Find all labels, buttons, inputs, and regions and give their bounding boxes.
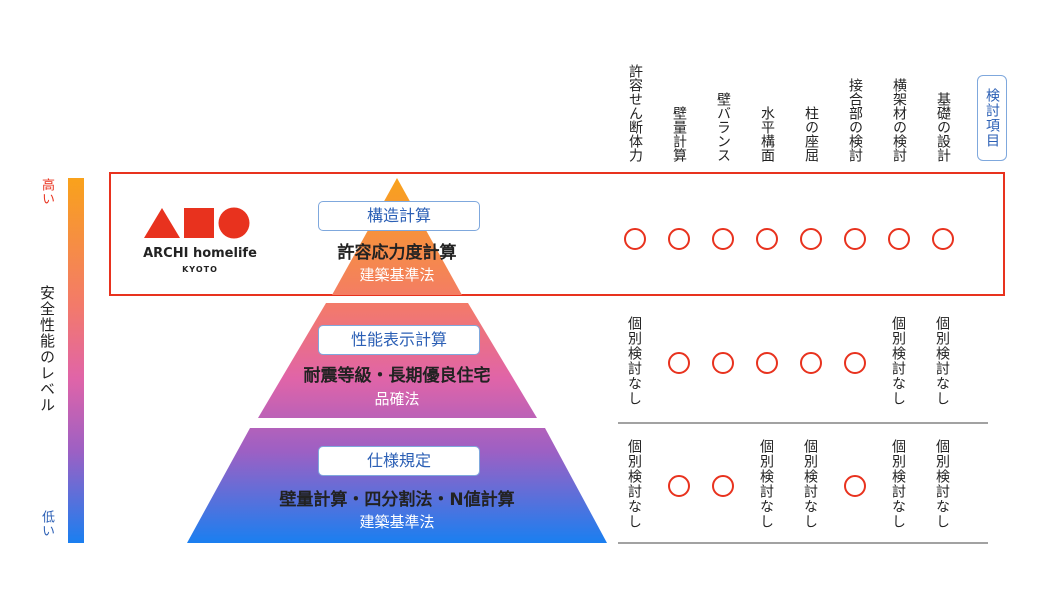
no-individual-check: 個別検討なし (934, 439, 950, 529)
check-circle-icon (844, 228, 866, 250)
column-header: 柱の座屈 (801, 52, 821, 162)
level-title: 壁量計算・四分割法・N値計算 (279, 490, 515, 510)
check-circle-icon (668, 475, 690, 497)
logo-triangle (144, 208, 180, 238)
pyramid-tier-bottom (187, 428, 607, 543)
level-law: 建築基準法 (359, 513, 435, 531)
column-header-text: 柱の座屈 (803, 106, 819, 162)
logo-city: KYOTO (182, 265, 218, 274)
level-law: 建築基準法 (359, 266, 435, 284)
check-circle-icon (668, 228, 690, 250)
legend-label: 安全性能のレベル (38, 285, 56, 413)
no-individual-check: 個別検討なし (934, 316, 950, 406)
check-circle-icon (712, 352, 734, 374)
column-header-text: 水平構面 (759, 106, 775, 162)
column-header-text: 接合部の検討 (847, 78, 863, 162)
check-circle-icon (932, 228, 954, 250)
column-header: 壁量計算 (669, 52, 689, 162)
header-label-box: 検討項目 (977, 75, 1007, 161)
logo-circle (218, 207, 250, 239)
level-title: 耐震等級・長期優良住宅 (303, 366, 491, 386)
check-circle-icon (712, 228, 734, 250)
level-title: 許容応力度計算 (337, 243, 457, 263)
no-individual-check: 個別検討なし (890, 439, 906, 529)
check-circle-icon (888, 228, 910, 250)
no-individual-check: 個別検討なし (626, 316, 642, 406)
highlight-box (109, 172, 1005, 296)
check-circle-icon (668, 352, 690, 374)
no-individual-check: 個別検討なし (890, 316, 906, 406)
check-circle-icon (844, 475, 866, 497)
column-header: 基礎の設計 (933, 52, 953, 162)
column-header: 接合部の検討 (845, 52, 865, 162)
column-header-text: 許容せん断体力 (627, 64, 643, 162)
level-pill-performance: 性能表示計算 (318, 325, 480, 355)
column-header-text: 壁バランス (715, 92, 731, 162)
no-individual-check: 個別検討なし (802, 439, 818, 529)
column-header: 許容せん断体力 (625, 52, 645, 162)
legend-high: 高い (39, 178, 54, 206)
check-circle-icon (800, 228, 822, 250)
check-circle-icon (712, 475, 734, 497)
legend-low: 低い (39, 510, 54, 538)
level-law: 品確法 (374, 390, 420, 408)
column-header: 水平構面 (757, 52, 777, 162)
column-header-text: 基礎の設計 (935, 92, 951, 162)
column-header-text: 壁量計算 (671, 106, 687, 162)
check-circle-icon (800, 352, 822, 374)
no-individual-check: 個別検討なし (758, 439, 774, 529)
column-header: 横架材の検討 (889, 52, 909, 162)
safety-level-bar (68, 178, 84, 543)
check-circle-icon (624, 228, 646, 250)
level-pill-structural: 構造計算 (318, 201, 480, 231)
no-individual-check: 個別検討なし (626, 439, 642, 529)
check-circle-icon (844, 352, 866, 374)
pyramid-tier-top (332, 178, 462, 295)
column-header-text: 横架材の検討 (891, 78, 907, 162)
header-label: 検討項目 (984, 88, 1000, 148)
column-header: 壁バランス (713, 52, 733, 162)
level-pill-specification: 仕様規定 (318, 446, 480, 476)
check-circle-icon (756, 352, 778, 374)
check-circle-icon (756, 228, 778, 250)
logo-name: ARCHI homelife (143, 246, 257, 261)
logo-square (184, 208, 214, 238)
